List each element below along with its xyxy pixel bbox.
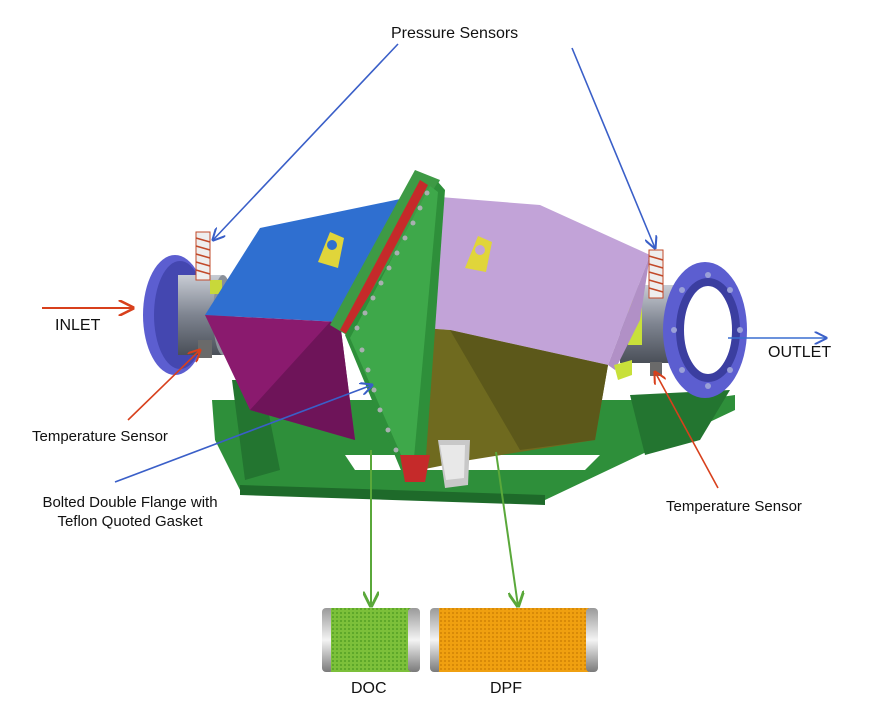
- temperature-sensor-left-stub: [198, 340, 212, 358]
- flange-label-line1: Bolted Double Flange with: [42, 494, 218, 511]
- dpf-arrow: [495, 451, 518, 606]
- pressure-sensors-label: Pressure Sensors: [391, 25, 519, 42]
- flange-label: Bolted Double Flange with Teflon Quoted …: [0, 493, 260, 531]
- lifting-eye-right: [465, 236, 492, 272]
- bottom-bracket: [438, 440, 470, 488]
- pressure-sensor-right: [648, 249, 664, 299]
- flange-label-line2: Teflon Quoted Gasket: [57, 513, 203, 530]
- pressure-arrow-right: [571, 47, 655, 248]
- outlet-label: OUTLET: [768, 344, 832, 361]
- temperature-arrow-right: [655, 372, 719, 489]
- dpf-label: DPF: [490, 680, 522, 697]
- temperature-sensor-right-label: Temperature Sensor: [666, 498, 802, 515]
- lifting-eye-left: [318, 232, 344, 268]
- flange-arrow: [114, 385, 372, 483]
- temperature-sensor-left-label: Temperature Sensor: [32, 428, 168, 445]
- bolted-double-flange: [330, 170, 445, 482]
- temperature-arrow-left: [127, 350, 200, 421]
- doc-label: DOC: [351, 680, 387, 697]
- inlet-label: INLET: [55, 317, 101, 334]
- pressure-arrow-left: [213, 43, 399, 240]
- doc-substrate: [322, 608, 420, 672]
- dpf-substrate: [430, 608, 598, 672]
- pressure-sensor-left: [195, 231, 211, 281]
